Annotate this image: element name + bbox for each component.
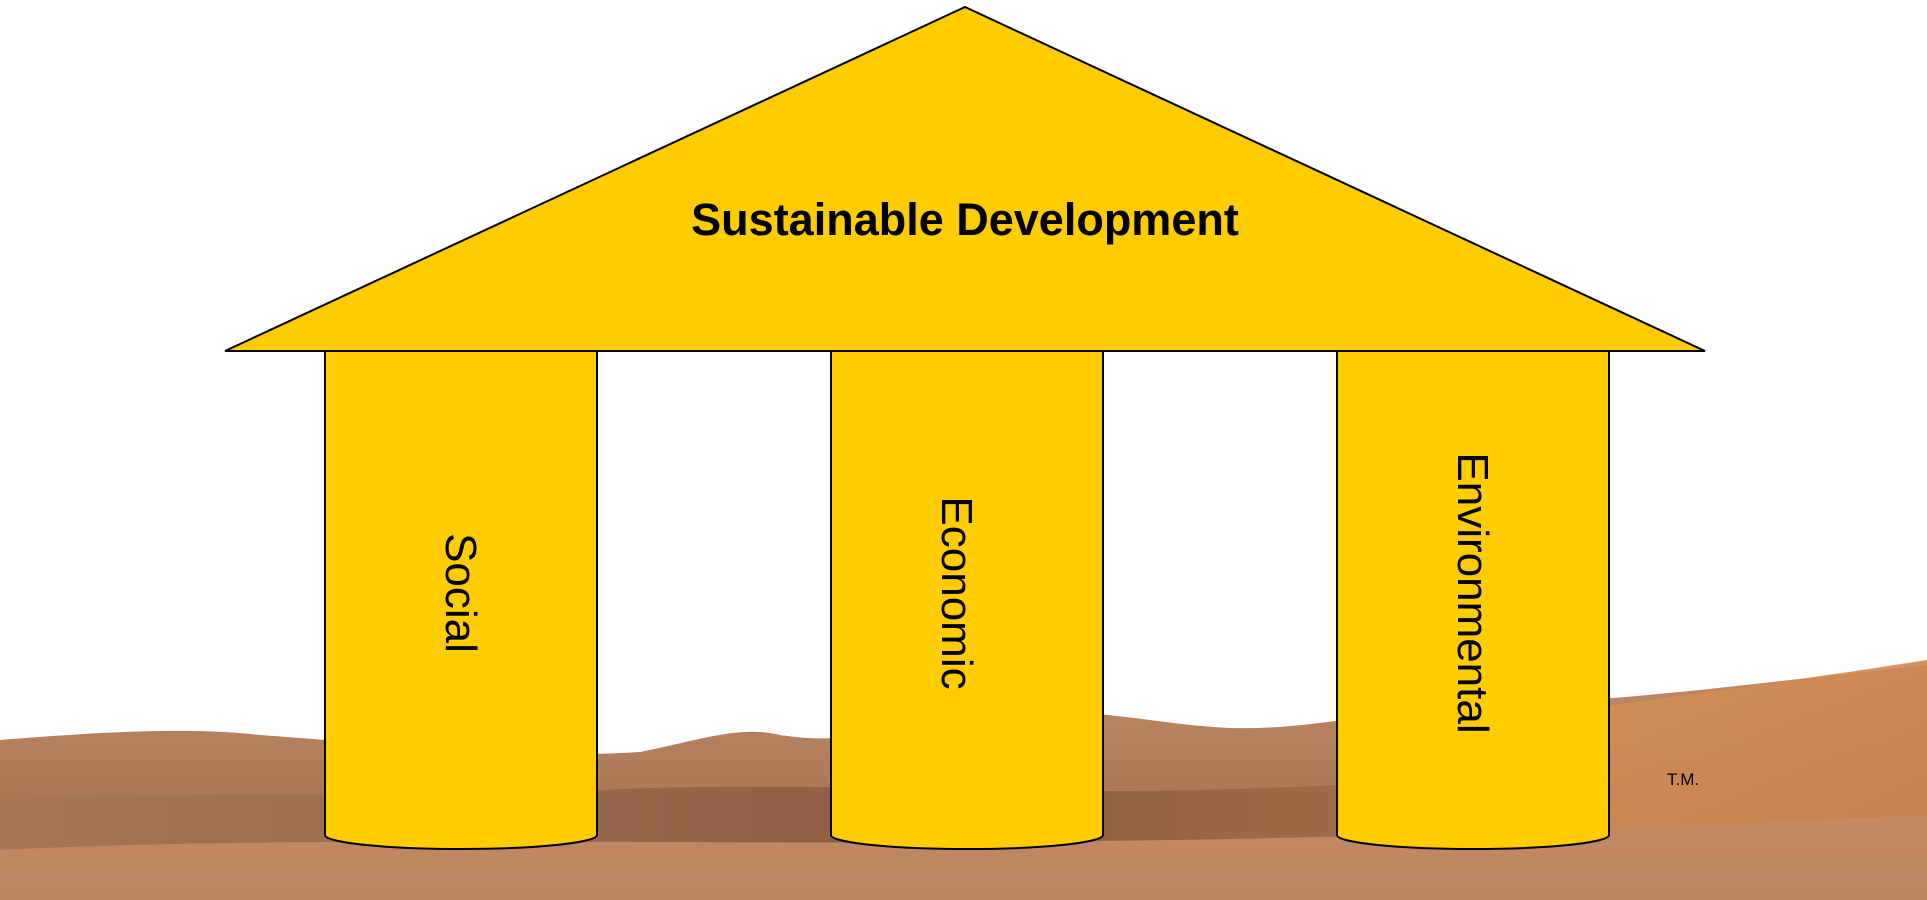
roof-title: Sustainable Development: [691, 194, 1239, 245]
pillar-label: Environmental: [1448, 452, 1497, 733]
pillar-label: Economic: [932, 496, 981, 689]
credit-text: T.M.: [1667, 770, 1699, 789]
pillar-label: Social: [436, 533, 485, 653]
pillar-economic: Economic: [830, 351, 1104, 850]
pillar-social: Social: [324, 351, 598, 850]
pillar-environmental: Environmental: [1336, 351, 1610, 850]
roof: Sustainable Development: [224, 5, 1706, 352]
